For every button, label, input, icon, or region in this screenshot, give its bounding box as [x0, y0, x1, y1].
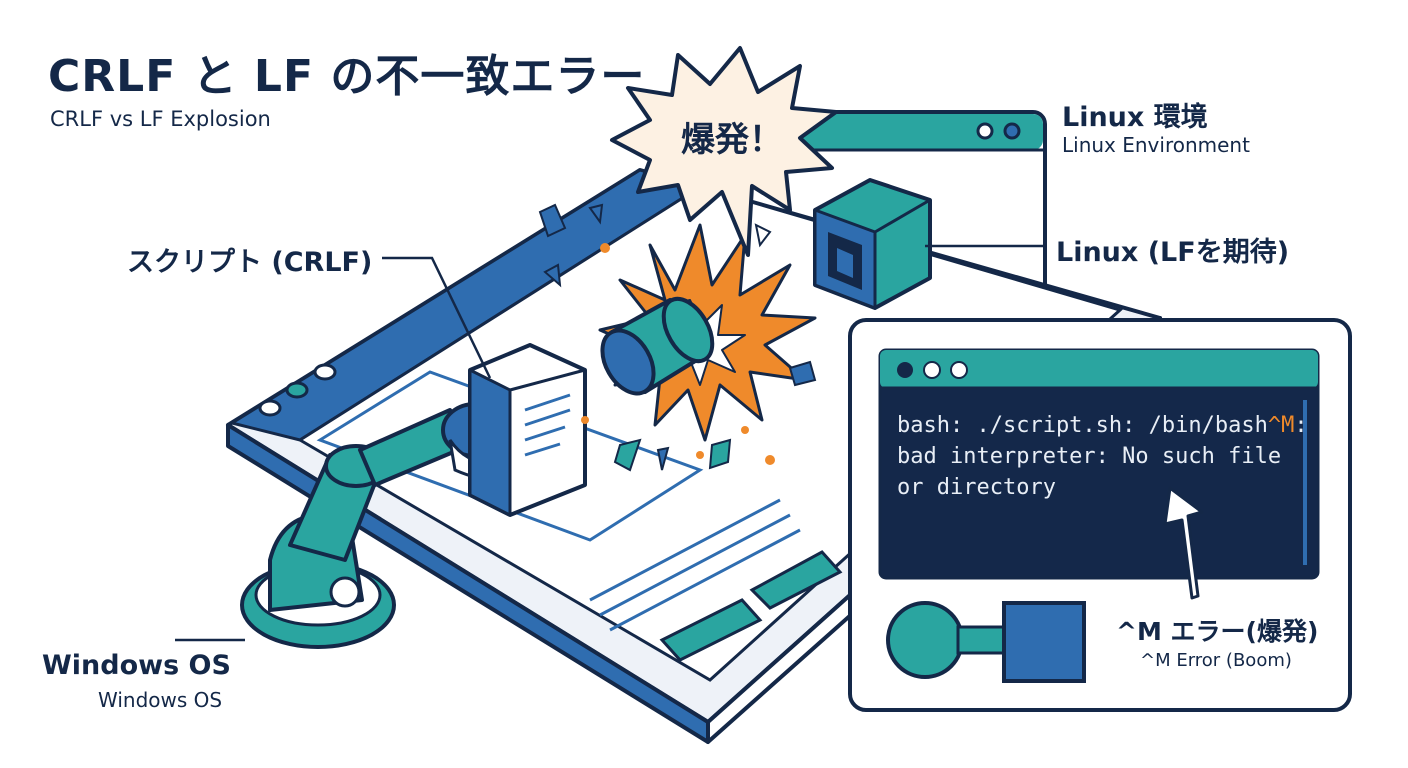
arrow-up-icon — [1163, 486, 1204, 600]
windows-label-en: Windows OS — [98, 688, 223, 712]
windows-label: Windows OS — [42, 650, 231, 681]
script-label: スクリプト (CRLF) — [127, 247, 373, 278]
linux-env-label: Linux 環境 — [1062, 102, 1208, 133]
terminal-line-1-post: : — [1294, 413, 1308, 438]
linux-env-label-en: Linux Environment — [1062, 133, 1250, 157]
error-label-en: ^M Error (Boom) — [1140, 650, 1292, 671]
script-document-icon — [468, 343, 587, 517]
terminal-panel — [848, 318, 1352, 712]
terminal-line-3: or directory — [897, 475, 1056, 500]
page-title: CRLF と LF の不一致エラー — [48, 51, 646, 102]
explosion-label: 爆発！ — [681, 120, 783, 160]
terminal-line-1: bash: ./script.sh: /bin/bash^M: — [897, 410, 1308, 441]
explosion-bubble — [610, 46, 838, 257]
linux-lf-label: Linux (LFを期待) — [1056, 237, 1290, 268]
callout-lines — [175, 244, 1045, 642]
linux-connector-icon — [813, 178, 932, 310]
terminal-output: bash: ./script.sh: /bin/bash^M: bad inter… — [897, 410, 1308, 503]
terminal-line-1-pre: bash: ./script.sh: /bin/bash — [897, 413, 1268, 438]
pipe-connector-icon — [600, 296, 715, 396]
error-label: ^M エラー(爆発) — [1116, 617, 1319, 646]
terminal-caret-m: ^M — [1267, 413, 1295, 438]
terminal-line-2: bad interpreter: No such file — [897, 444, 1282, 469]
page-subtitle: CRLF vs LF Explosion — [50, 107, 271, 131]
